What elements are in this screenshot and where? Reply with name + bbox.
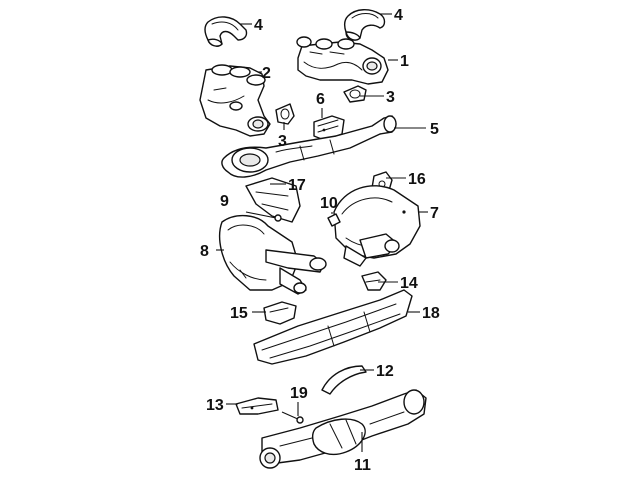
part-19-sensor	[281, 411, 304, 424]
callout-labels: 4 4 1 2 3 3 6 5 16 17 7 9 10 8 14 15 18 …	[200, 7, 440, 474]
callout-16: 16	[408, 171, 426, 188]
part-18-tunnel-shield	[253, 289, 413, 365]
callout-4-left: 4	[254, 17, 263, 34]
part-8-left-muffler	[218, 215, 327, 295]
callout-3-left: 3	[278, 133, 287, 150]
part-15-mount	[263, 301, 297, 325]
callout-15: 15	[230, 305, 248, 322]
callout-5: 5	[430, 121, 439, 138]
part-10-clamp	[327, 213, 341, 227]
callout-13: 13	[206, 397, 224, 414]
part-4-right-elbow	[343, 9, 386, 41]
part-2-left-manifold	[199, 64, 271, 137]
callout-17: 17	[288, 177, 306, 194]
callout-8: 8	[200, 243, 209, 260]
callout-11: 11	[354, 457, 371, 474]
callout-12: 12	[376, 363, 394, 380]
callout-19: 19	[290, 385, 308, 402]
callout-10: 10	[320, 195, 338, 212]
callout-4-right: 4	[394, 7, 403, 24]
part-7-right-muffler	[333, 185, 421, 267]
part-14-bracket	[361, 271, 387, 291]
part-12-strap	[321, 365, 367, 395]
callout-1: 1	[400, 53, 409, 70]
part-11-rear-muffler	[259, 389, 427, 469]
callout-18: 18	[422, 305, 440, 322]
part-3-left-gasket	[275, 103, 295, 125]
callout-2: 2	[262, 65, 271, 82]
part-17-heat-shield	[245, 177, 301, 223]
part-13-hanger	[235, 397, 279, 415]
part-9-bolt	[245, 211, 282, 222]
part-3-right-gasket	[343, 85, 367, 103]
leader-lines	[216, 13, 428, 452]
callout-7: 7	[430, 205, 439, 222]
part-4-left-elbow	[204, 16, 248, 47]
callout-3-right: 3	[386, 89, 395, 106]
part-5-crossover-pipe	[221, 115, 397, 178]
callout-14: 14	[400, 275, 418, 292]
callout-6: 6	[316, 91, 325, 108]
part-1-right-manifold	[296, 36, 389, 85]
callout-9: 9	[220, 193, 229, 210]
